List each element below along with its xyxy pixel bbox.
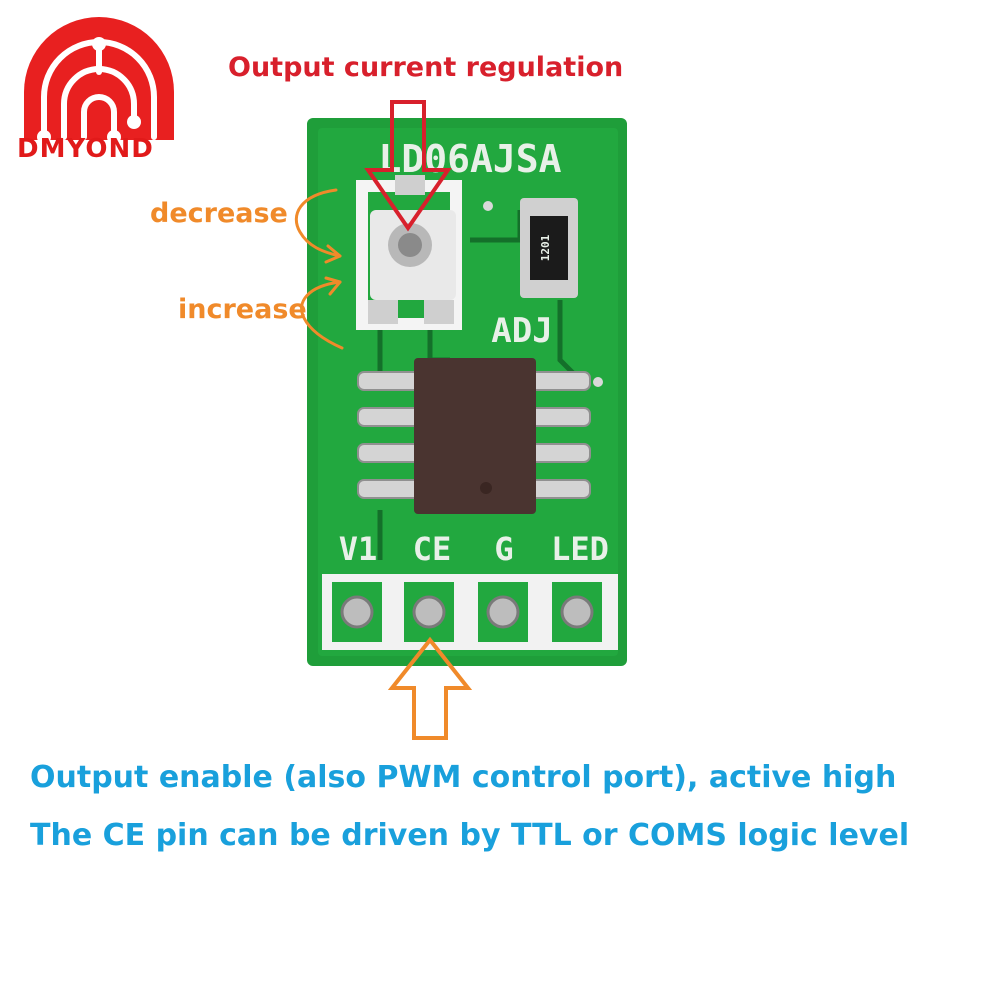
output-enable-description: Output enable (also PWM control port), a… — [30, 760, 897, 795]
down-arrow-icon — [364, 100, 452, 232]
dmyond-logo — [24, 17, 174, 144]
pin-label-v1: V1 — [339, 530, 378, 568]
pin-label-g: G — [494, 530, 513, 568]
decrease-label: decrease — [150, 198, 288, 229]
decrease-curve-arrow-icon — [294, 188, 342, 258]
adj-label: ADJ — [491, 311, 552, 351]
increase-label: increase — [178, 294, 307, 325]
logo-text: DMYOND — [17, 134, 154, 164]
header-pins — [322, 574, 618, 650]
output-current-regulation-label: Output current regulation — [228, 52, 624, 83]
board-model-label: LD06AJSA — [378, 137, 561, 181]
pin-label-ce: CE — [413, 530, 452, 568]
increase-curve-arrow-icon — [300, 280, 344, 350]
resistor-code: 1201 — [539, 234, 552, 261]
smd-resistor: 1201 — [520, 198, 578, 298]
potentiometer — [356, 175, 462, 330]
pin-label-led: LED — [551, 530, 609, 568]
ce-pin-logic-description: The CE pin can be driven by TTL or COMS … — [30, 818, 910, 853]
ic-chip — [414, 358, 536, 514]
up-arrow-icon — [387, 636, 473, 740]
